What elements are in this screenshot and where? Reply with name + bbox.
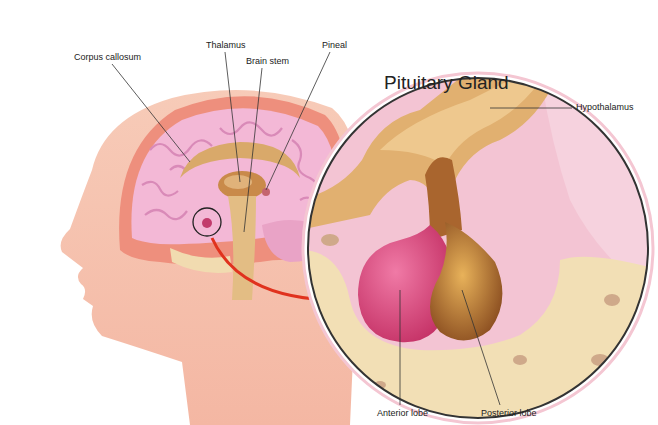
structure-label: Hypothalamus [576,102,634,113]
gyrus-line [220,122,282,135]
leader-line [244,68,262,232]
gyrus-line [142,182,178,196]
leader-lines [112,52,572,405]
brain-stem-shape [228,196,256,300]
zoom-circle-small [193,208,221,236]
lobe-label: Anterior lobe [377,408,428,419]
structure-label: Brain stem [246,56,289,67]
thalamus-shape [218,171,266,199]
leader-line [112,64,190,162]
structure-label: Corpus callosum [74,52,141,63]
structure-label: Thalamus [206,40,246,51]
bone-pore [513,355,527,365]
inset-title: Pituitary Gland [384,72,509,94]
leader-line [400,290,401,405]
thalamus-highlight [224,175,252,189]
bone-pore [604,294,620,306]
leader-line [266,52,330,190]
inset-border [308,78,648,418]
gyrus-line [145,210,187,219]
leader-line [225,52,240,182]
inset-background [300,70,658,425]
pituitary-small [202,218,212,228]
leader-line [462,290,500,405]
leader-line [490,108,572,109]
inset-contents [300,70,658,425]
bone-pore [321,234,339,246]
skull-base [170,248,232,273]
posterior-lobe-shape [430,222,502,341]
structure-label: Pineal [322,40,347,51]
lobe-label: Posterior lobe [481,408,537,419]
